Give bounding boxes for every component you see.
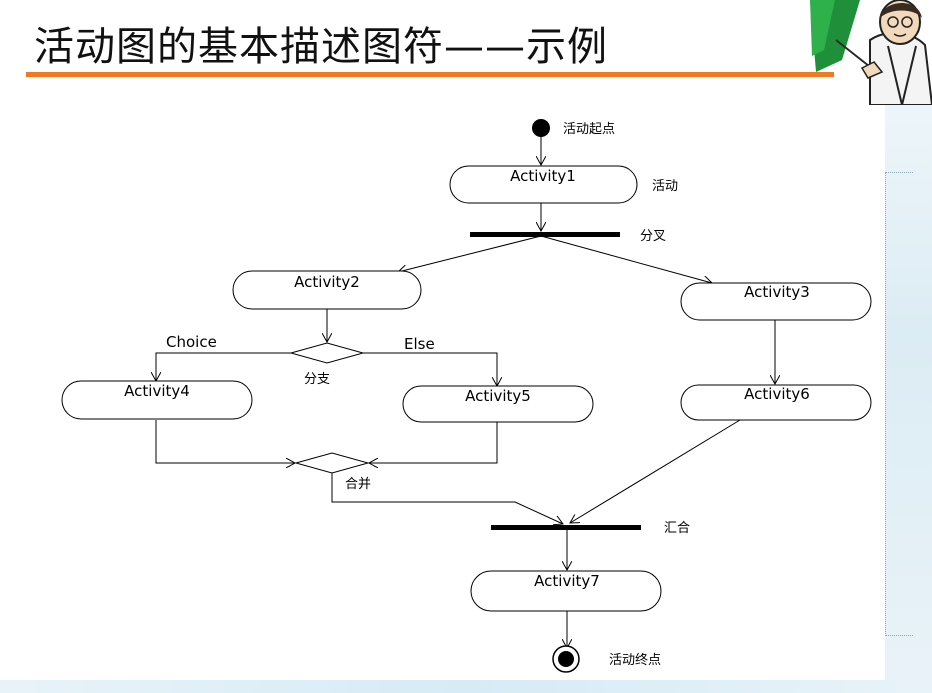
teacher-pointing-icon	[810, 0, 932, 105]
flow-branch-choice	[156, 352, 291, 381]
activity4-node	[61, 380, 253, 420]
activity7-label: Activity7	[534, 572, 600, 590]
flow-activity6-to-join	[570, 419, 741, 523]
guard-choice-label: Choice	[166, 333, 217, 351]
activity6-label: Activity6	[744, 385, 810, 403]
flow-merge-to-join	[331, 472, 563, 524]
activity-label: 活动	[652, 179, 678, 194]
activity2-node	[232, 270, 422, 310]
activity7-node	[470, 570, 662, 612]
fork-bar	[470, 232, 620, 237]
start-label: 活动起点	[563, 122, 615, 137]
side-frame	[885, 172, 913, 636]
activity5-label: Activity5	[465, 387, 531, 405]
join-bar	[491, 525, 641, 530]
join-label: 汇合	[664, 521, 690, 536]
flow-fork-to-activity2	[398, 235, 542, 272]
side-decoration	[885, 90, 932, 693]
fork-label: 分叉	[640, 229, 666, 244]
start-node	[532, 119, 550, 137]
flow-fork-to-activity3	[540, 235, 712, 283]
activity1-node	[449, 165, 638, 204]
merge-label: 合并	[345, 477, 371, 492]
end-node-inner	[558, 651, 574, 667]
flow-activity4-to-merge	[155, 420, 295, 463]
title-underline	[26, 72, 834, 77]
activity3-node	[680, 282, 872, 321]
branch-diamond	[289, 342, 365, 364]
guard-else-label: Else	[404, 335, 435, 353]
bottom-band	[0, 680, 932, 693]
activity1-label: Activity1	[510, 167, 576, 185]
flow-branch-else	[363, 352, 497, 386]
merge-diamond	[294, 452, 370, 474]
activity6-node	[680, 384, 872, 421]
slide-title: 活动图的基本描述图符——示例	[34, 24, 608, 70]
activity2-label: Activity2	[294, 273, 360, 291]
flow-activity5-to-merge	[369, 422, 498, 463]
activity4-label: Activity4	[124, 382, 190, 400]
activity5-node	[402, 385, 594, 423]
activity3-label: Activity3	[744, 283, 810, 301]
end-label: 活动终点	[609, 652, 661, 668]
branch-label: 分支	[304, 372, 330, 387]
